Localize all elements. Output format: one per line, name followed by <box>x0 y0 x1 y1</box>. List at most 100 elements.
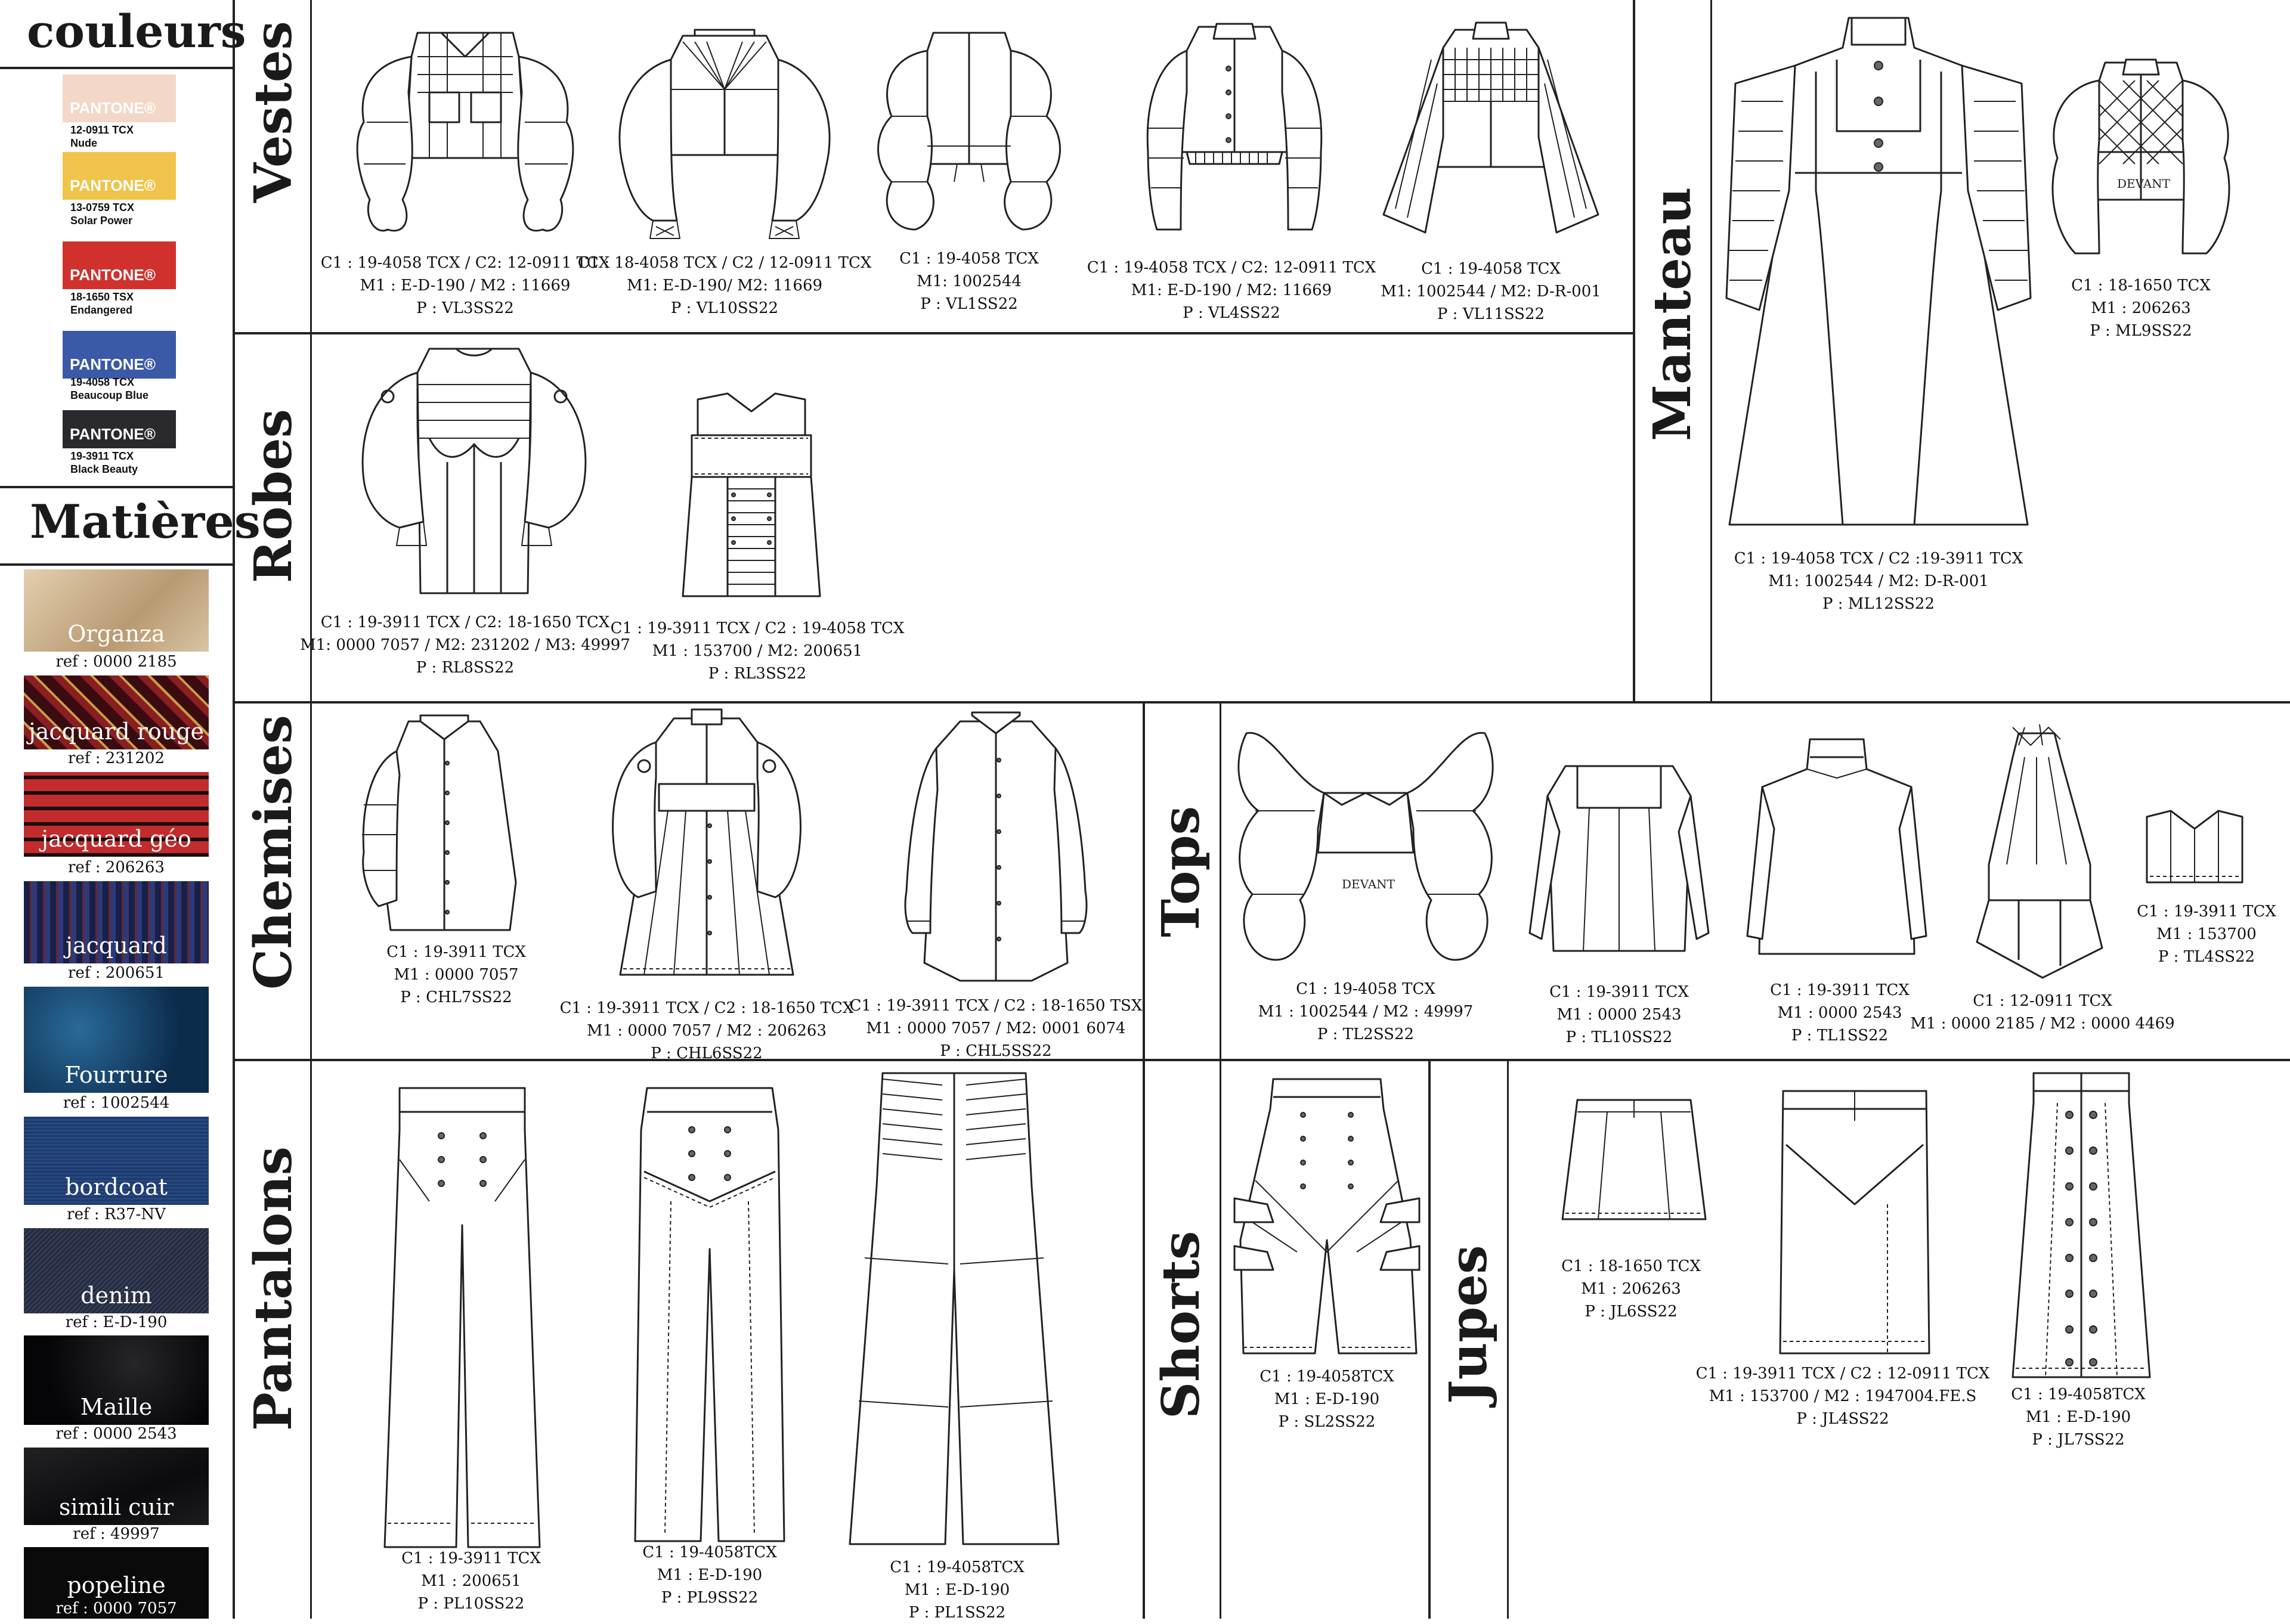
material-swatch-jacquard: jacquard <box>24 881 209 963</box>
materials-topline <box>0 486 233 488</box>
sketch-veste-vl4 <box>1146 23 1323 231</box>
color-swatch: PANTONE® <box>63 75 176 122</box>
sketch-chemise-chl5 <box>904 711 1088 982</box>
material-ref: ref : R37-NV <box>67 1205 166 1223</box>
sketch-top-tl10 <box>1528 765 1710 952</box>
material-swatch-organza: Organza <box>24 569 209 652</box>
sketch-short-sl2 <box>1233 1078 1421 1355</box>
materials-underline <box>0 563 233 566</box>
material-ref: ref : 231202 <box>68 749 165 767</box>
sketch-manteau-ml9: DEVANT <box>2051 58 2230 255</box>
sketch-manteau-ml12 <box>1725 17 2032 526</box>
material-swatch-popeline: popeline ref : 0000 7057 <box>24 1547 209 1619</box>
sketch-robe-rl3 <box>682 392 821 597</box>
colors-underline <box>0 67 233 69</box>
material-swatch-jacquard-rouge: jacquard rouge <box>24 675 209 749</box>
material-swatch-fourrure: Fourrure <box>24 987 209 1093</box>
material-ref: ref : 206263 <box>68 859 165 876</box>
color-swatch: PANTONE® <box>63 331 176 379</box>
sketch-veste-vl11 <box>1382 21 1599 234</box>
sketch-pantalon-pl10 <box>383 1087 541 1548</box>
section-title-chemises: Chemises <box>243 715 304 990</box>
chemises-tops-divider <box>1143 702 1145 1619</box>
pantone-logo: PANTONE® <box>70 425 156 443</box>
material-ref: ref : 0000 7057 <box>55 1600 177 1617</box>
material-swatch-jacquard-geo: jacquard géo <box>24 772 209 857</box>
section-title-vestes: Vestes <box>243 21 304 203</box>
sketch-veste-vl1 <box>877 32 1061 231</box>
color-swatch: PANTONE® <box>63 410 176 448</box>
material-ref: ref : 0000 2543 <box>55 1425 177 1443</box>
sketch-chemise-chl7 <box>362 714 517 931</box>
sketch-veste-vl3 <box>356 32 574 232</box>
color-swatch: PANTONE® <box>63 152 176 200</box>
section-title-tops: Tops <box>1151 805 1211 937</box>
pantone-logo: PANTONE® <box>70 176 156 194</box>
section-title-robes: Robes <box>243 408 304 583</box>
lower-horizontal-divider <box>235 1059 2290 1061</box>
mid-horizontal-divider <box>235 701 2290 703</box>
colors-title: couleurs <box>27 5 246 58</box>
shorts-jupes-divider <box>1428 1060 1431 1619</box>
section-title-manteau: Manteau <box>1642 187 1703 441</box>
sidebar-divider <box>233 0 235 1619</box>
sketch-jupe-jl4 <box>1779 1090 1930 1355</box>
sketch-top-tl2: DEVANT <box>1237 732 1494 961</box>
sketch-veste-vl10 <box>618 29 831 239</box>
pantone-logo: PANTONE® <box>70 355 156 373</box>
material-ref: ref : 200651 <box>68 964 165 982</box>
jupes-label-divider <box>1507 1060 1509 1619</box>
materials-title: Matières <box>30 495 261 549</box>
sketch-robe-rl8 <box>361 348 587 594</box>
pantone-logo: PANTONE® <box>70 266 156 284</box>
sketch-pantalon-pl1 <box>849 1072 1060 1545</box>
material-ref: ref : 1002544 <box>63 1094 170 1112</box>
tops-label-divider <box>1220 702 1221 1619</box>
note-devant: DEVANT <box>1342 877 1395 891</box>
manteau-label-divider <box>1710 0 1712 702</box>
material-swatch-maille: Maille <box>24 1335 209 1425</box>
material-swatch-simili-cuir: simili cuir <box>24 1448 209 1525</box>
section-title-jupes: Jupes <box>1438 1245 1499 1404</box>
material-ref: ref : 49997 <box>73 1525 160 1543</box>
label-column-divider <box>310 0 312 1619</box>
pantone-logo: PANTONE® <box>70 99 156 117</box>
manteau-left-divider <box>1633 0 1635 702</box>
sketch-top-tl1 <box>1746 738 1927 955</box>
sketch-chemise-chl6 <box>612 708 802 976</box>
material-ref: ref : E-D-190 <box>65 1313 168 1331</box>
vestes-robes-divider <box>235 332 1634 334</box>
material-ref: ref : 0000 2185 <box>55 653 177 671</box>
sketch-top-12-0911 <box>1976 724 2103 979</box>
color-swatch: PANTONE® <box>63 241 176 289</box>
material-swatch-denim: denim <box>24 1228 209 1313</box>
note-devant: DEVANT <box>2117 176 2171 191</box>
section-title-pantalons: Pantalons <box>243 1146 304 1431</box>
